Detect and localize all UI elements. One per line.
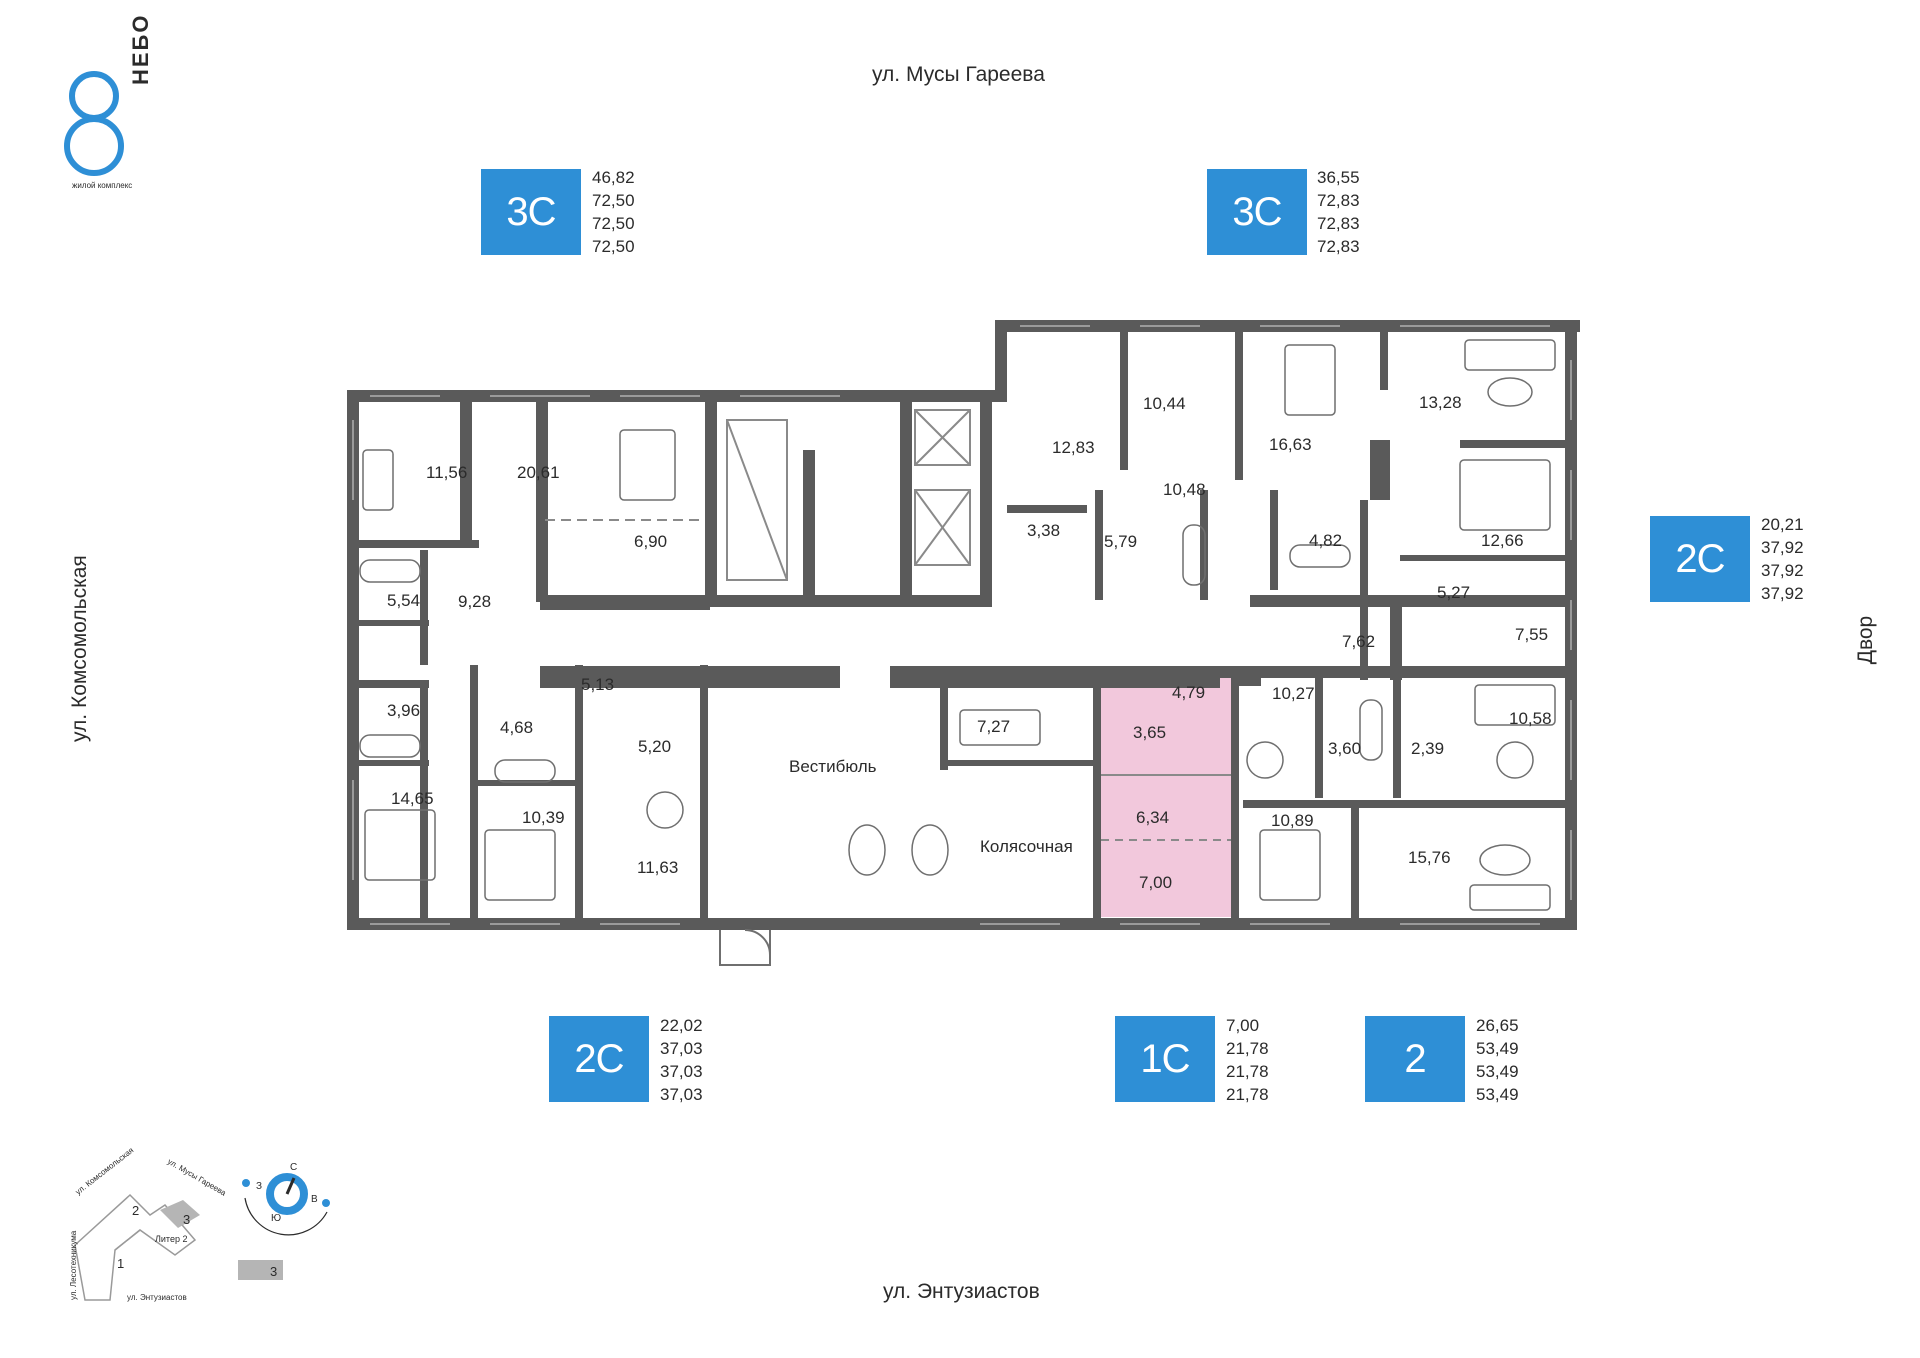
- room-area: 7,27: [977, 717, 1010, 736]
- room-area: 5,54: [387, 591, 420, 610]
- svg-text:2: 2: [132, 1203, 139, 1218]
- windows: [352, 325, 1572, 925]
- entrance: [719, 929, 771, 966]
- room-area: 11,56: [426, 463, 467, 482]
- room-area: 16,63: [1269, 435, 1312, 454]
- room-area: 7,00: [1139, 873, 1172, 892]
- room-area: 9,28: [458, 592, 491, 611]
- legend-section-3: [238, 1260, 283, 1280]
- svg-text:ул. Лесотехникума: ул. Лесотехникума: [69, 1230, 78, 1300]
- apt-type-badge[interactable]: 1С: [1115, 1016, 1215, 1102]
- furniture: [359, 339, 1556, 911]
- svg-text:З: З: [256, 1181, 262, 1192]
- svg-text:1: 1: [117, 1256, 124, 1271]
- room-area: 5,27: [1437, 583, 1470, 602]
- room-area: 20,61: [517, 463, 560, 482]
- room-area: 10,39: [522, 808, 565, 827]
- room-area: 10,58: [1509, 709, 1552, 728]
- room-area: 11,63: [637, 858, 678, 877]
- room-area: 10,44: [1143, 394, 1186, 413]
- room-area: 5,79: [1104, 532, 1137, 551]
- street-top: ул. Мусы Гареева: [872, 63, 1045, 86]
- svg-text:В: В: [311, 1194, 318, 1205]
- room-area: 3,65: [1133, 723, 1166, 742]
- room-area: 10,27: [1272, 684, 1315, 703]
- partitions: [545, 409, 1231, 841]
- svg-text:3: 3: [183, 1212, 190, 1227]
- svg-text:3: 3: [270, 1264, 277, 1279]
- svg-text:С: С: [290, 1162, 297, 1173]
- room-area: 5,13: [581, 675, 614, 694]
- room-area: 4,82: [1309, 531, 1342, 550]
- room-area: 13,28: [1419, 393, 1462, 412]
- room-area: 6,90: [634, 532, 667, 551]
- walls: [347, 320, 1580, 930]
- room-area: 6,34: [1136, 808, 1169, 827]
- room-area: Колясочная: [980, 837, 1073, 856]
- room-area: 15,76: [1408, 848, 1451, 867]
- room-area: 10,48: [1163, 480, 1206, 499]
- svg-text:Ю: Ю: [271, 1213, 281, 1224]
- room-area: 4,79: [1172, 683, 1205, 702]
- svg-text:ул. Комсомольская: ул. Комсомольская: [74, 1146, 136, 1197]
- apt-type-badge[interactable]: 3С: [1207, 169, 1307, 255]
- room-area: 12,66: [1481, 531, 1524, 550]
- apt-type-badge[interactable]: 3С: [481, 169, 581, 255]
- highlighted-apartment[interactable]: [1101, 677, 1231, 917]
- room-area: 5,20: [638, 737, 671, 756]
- apt-type-badge[interactable]: 2С: [549, 1016, 649, 1102]
- room-labels: 11,56 20,61 6,90 5,54 9,28 3,96 4,68 5,1…: [387, 393, 1552, 892]
- svg-text:Литер 2: Литер 2: [155, 1234, 187, 1244]
- apt-type-badge[interactable]: 2: [1365, 1016, 1465, 1102]
- room-area: 2,39: [1411, 739, 1444, 758]
- room-area: 10,89: [1271, 811, 1314, 830]
- mini-map: 2 3 1 Литер 2 3 ул. Энтузиастов ул. Комс…: [69, 1146, 330, 1302]
- room-area: Вестибюль: [789, 757, 877, 776]
- svg-text:ул. Энтузиастов: ул. Энтузиастов: [127, 1293, 187, 1302]
- room-area: 14,65: [391, 789, 434, 808]
- room-area: 3,38: [1027, 521, 1060, 540]
- logo-mark: [64, 71, 124, 176]
- compass-icon: [266, 1173, 308, 1215]
- section-3-highlight: [160, 1200, 200, 1228]
- svg-text:ул. Мусы Гареева: ул. Мусы Гареева: [166, 1157, 228, 1198]
- room-area: 3,60: [1328, 739, 1361, 758]
- apt-type-badge[interactable]: 2С: [1650, 516, 1750, 602]
- logo-subtitle: жилой комплекс: [72, 181, 133, 190]
- room-area: 12,83: [1052, 438, 1095, 457]
- street-bottom: ул. Энтузиастов: [883, 1280, 1040, 1303]
- room-area: 4,68: [500, 718, 533, 737]
- room-area: 7,62: [1342, 632, 1375, 651]
- room-area: 7,55: [1515, 625, 1548, 644]
- room-area: 3,96: [387, 701, 420, 720]
